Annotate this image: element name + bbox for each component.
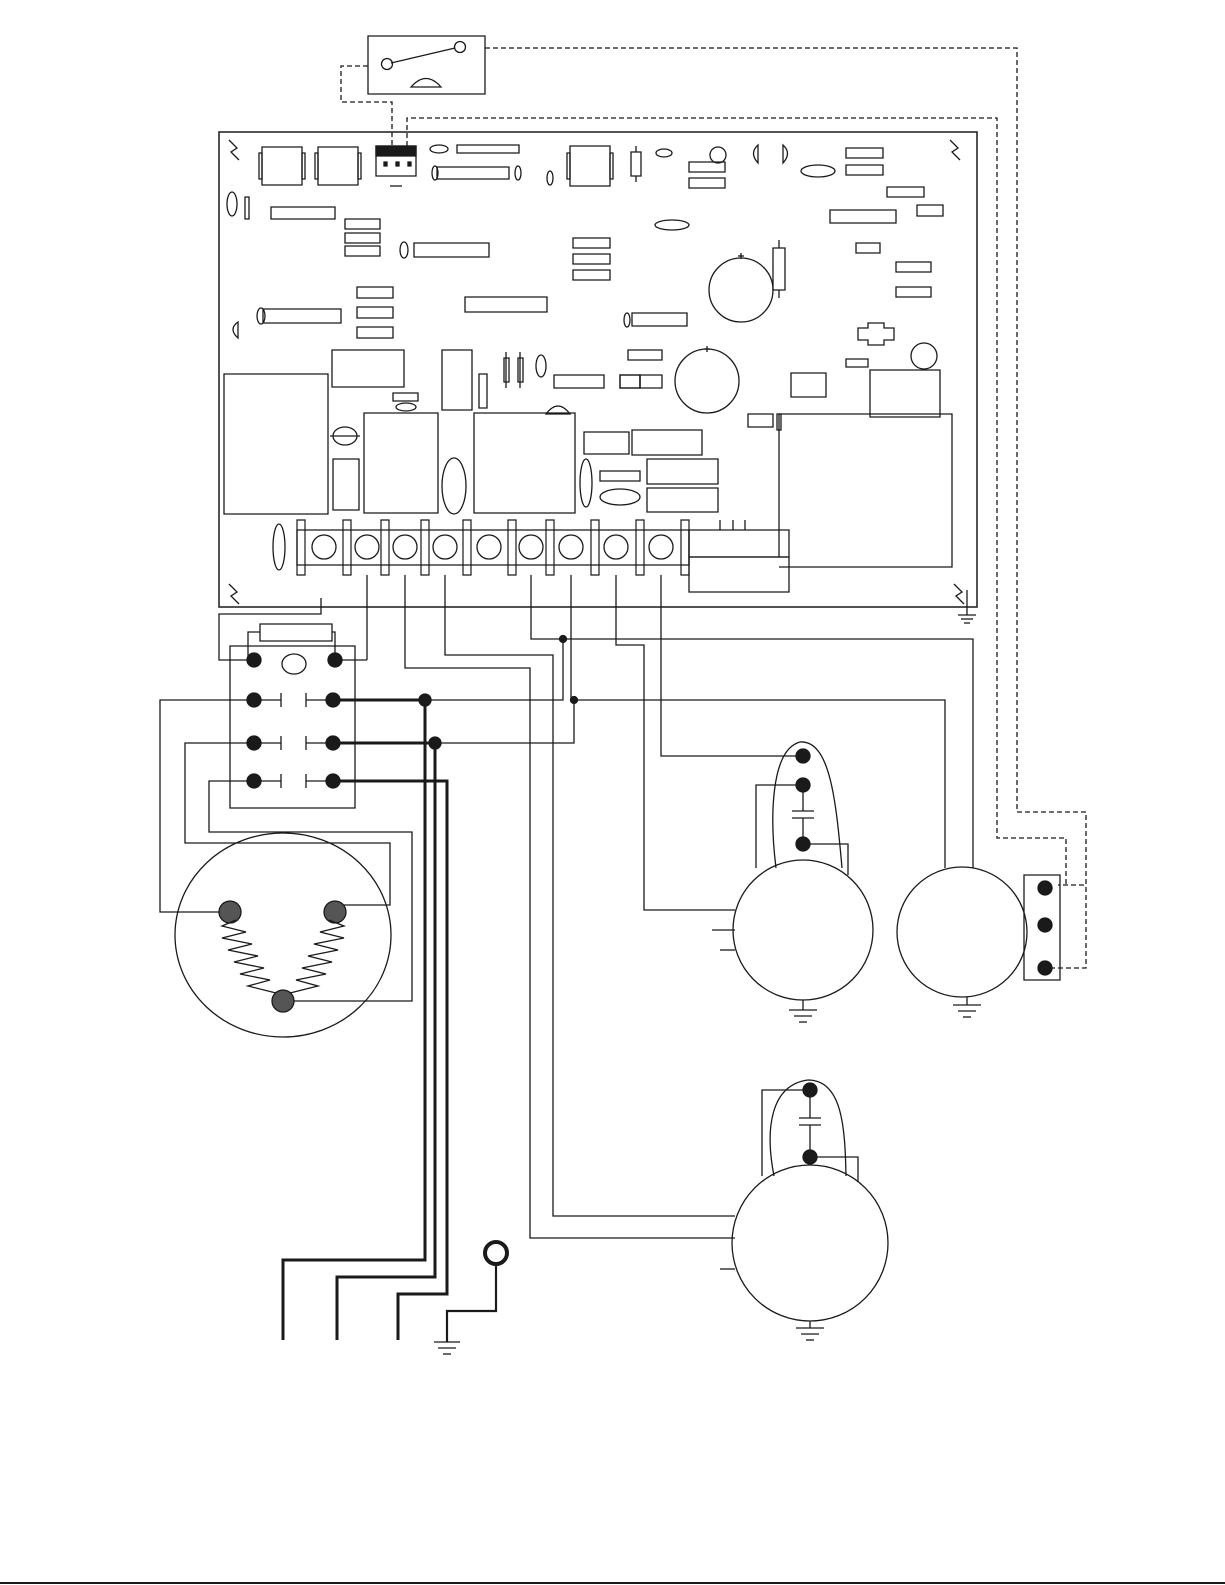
mount-mark bbox=[229, 140, 239, 160]
terminal-6 bbox=[519, 535, 543, 559]
float-switch bbox=[368, 36, 485, 94]
ground-ring bbox=[434, 1242, 507, 1354]
switch-arm bbox=[391, 48, 455, 63]
terminal-8 bbox=[604, 535, 628, 559]
terminal-1 bbox=[312, 535, 336, 559]
heater-coil-icon bbox=[222, 920, 276, 993]
mount-mark bbox=[950, 140, 960, 160]
junction bbox=[560, 636, 567, 643]
relay-coil bbox=[260, 624, 332, 641]
control-board bbox=[219, 132, 977, 607]
terminal-7 bbox=[559, 535, 583, 559]
switch-contact bbox=[455, 42, 466, 53]
motor-right bbox=[897, 867, 1060, 1017]
ground-icon bbox=[953, 997, 981, 1017]
terminal-4 bbox=[433, 535, 457, 559]
mount-mark bbox=[954, 584, 964, 604]
motor-lower bbox=[720, 1080, 888, 1340]
heater-wiring bbox=[160, 700, 412, 1001]
supply-leads bbox=[283, 700, 447, 1340]
relay bbox=[230, 624, 355, 808]
terminal-block bbox=[297, 414, 789, 592]
ground-icon bbox=[434, 1342, 460, 1354]
ground-icon bbox=[789, 1000, 817, 1022]
junction bbox=[571, 697, 578, 704]
ground-icon bbox=[796, 1321, 824, 1340]
switch-float bbox=[411, 79, 441, 88]
terminal-5 bbox=[477, 535, 501, 559]
heater-element bbox=[175, 833, 391, 1037]
mount-mark bbox=[229, 584, 239, 604]
terminal-9 bbox=[649, 535, 673, 559]
switch-pivot bbox=[382, 59, 393, 70]
motor-upper bbox=[712, 742, 873, 1022]
terminal-2 bbox=[355, 535, 379, 559]
terminal-3 bbox=[393, 535, 417, 559]
switch-wiring bbox=[341, 48, 1086, 968]
